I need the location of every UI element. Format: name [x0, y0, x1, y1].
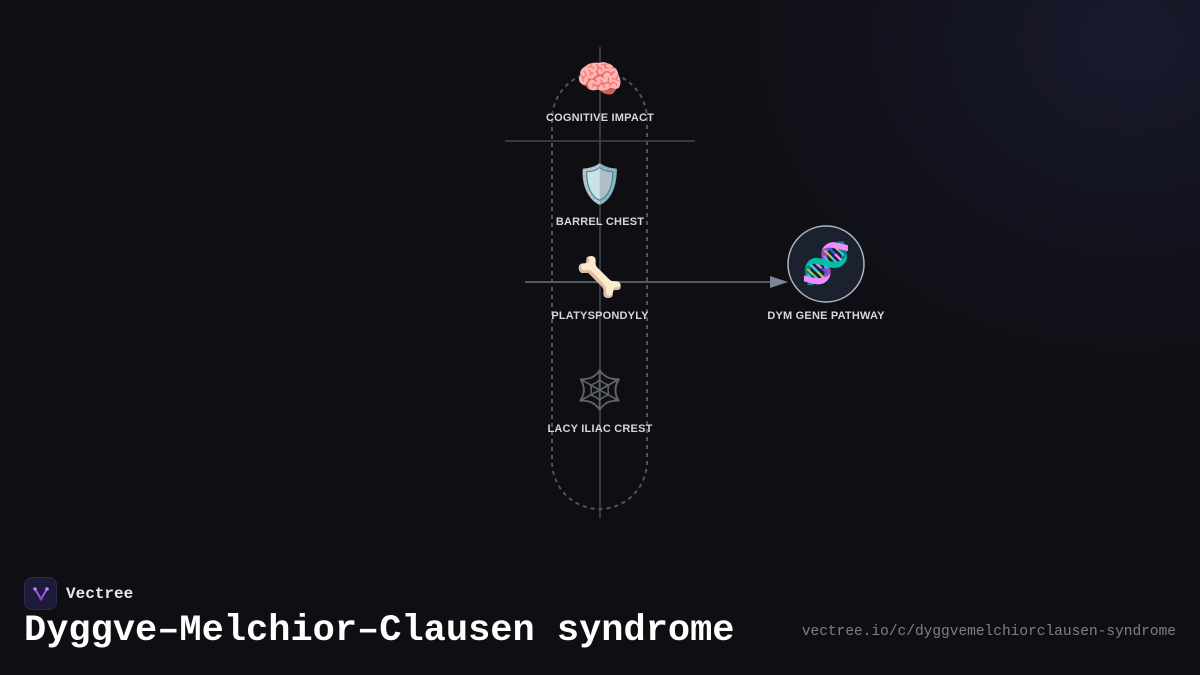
node-label-platyspondyly: PLATYSPONDYLY [551, 310, 649, 322]
brain-icon: 🧠 [576, 57, 624, 101]
node-label-barrel-chest: BARREL CHEST [555, 216, 645, 228]
vectree-logo-icon [24, 577, 57, 610]
page-url[interactable]: vectree.io/c/dyggvemelchiorclausen-syndr… [801, 624, 1176, 640]
bone-icon: 🦴 [576, 255, 624, 299]
shield-icon: 🛡️ [576, 162, 624, 206]
page-title: Dyggve–Melchior–Clausen syndrome [24, 610, 735, 652]
edge-arrowhead [770, 276, 788, 288]
brand-name: Vectree [66, 584, 134, 603]
brand[interactable]: Vectree [24, 577, 133, 610]
node-label-dym-gene-pathway: DYM GENE PATHWAY [767, 310, 885, 322]
node-label-cognitive-impact: COGNITIVE IMPACT [545, 112, 655, 124]
spider-web-icon: 🕸️ [576, 368, 624, 412]
dym-node-circle [787, 225, 865, 303]
group-outline [551, 71, 648, 510]
dna-icon: 🧬 [801, 241, 851, 287]
node-label-lacy-iliac-crest: LACY ILIAC CREST [547, 423, 653, 435]
